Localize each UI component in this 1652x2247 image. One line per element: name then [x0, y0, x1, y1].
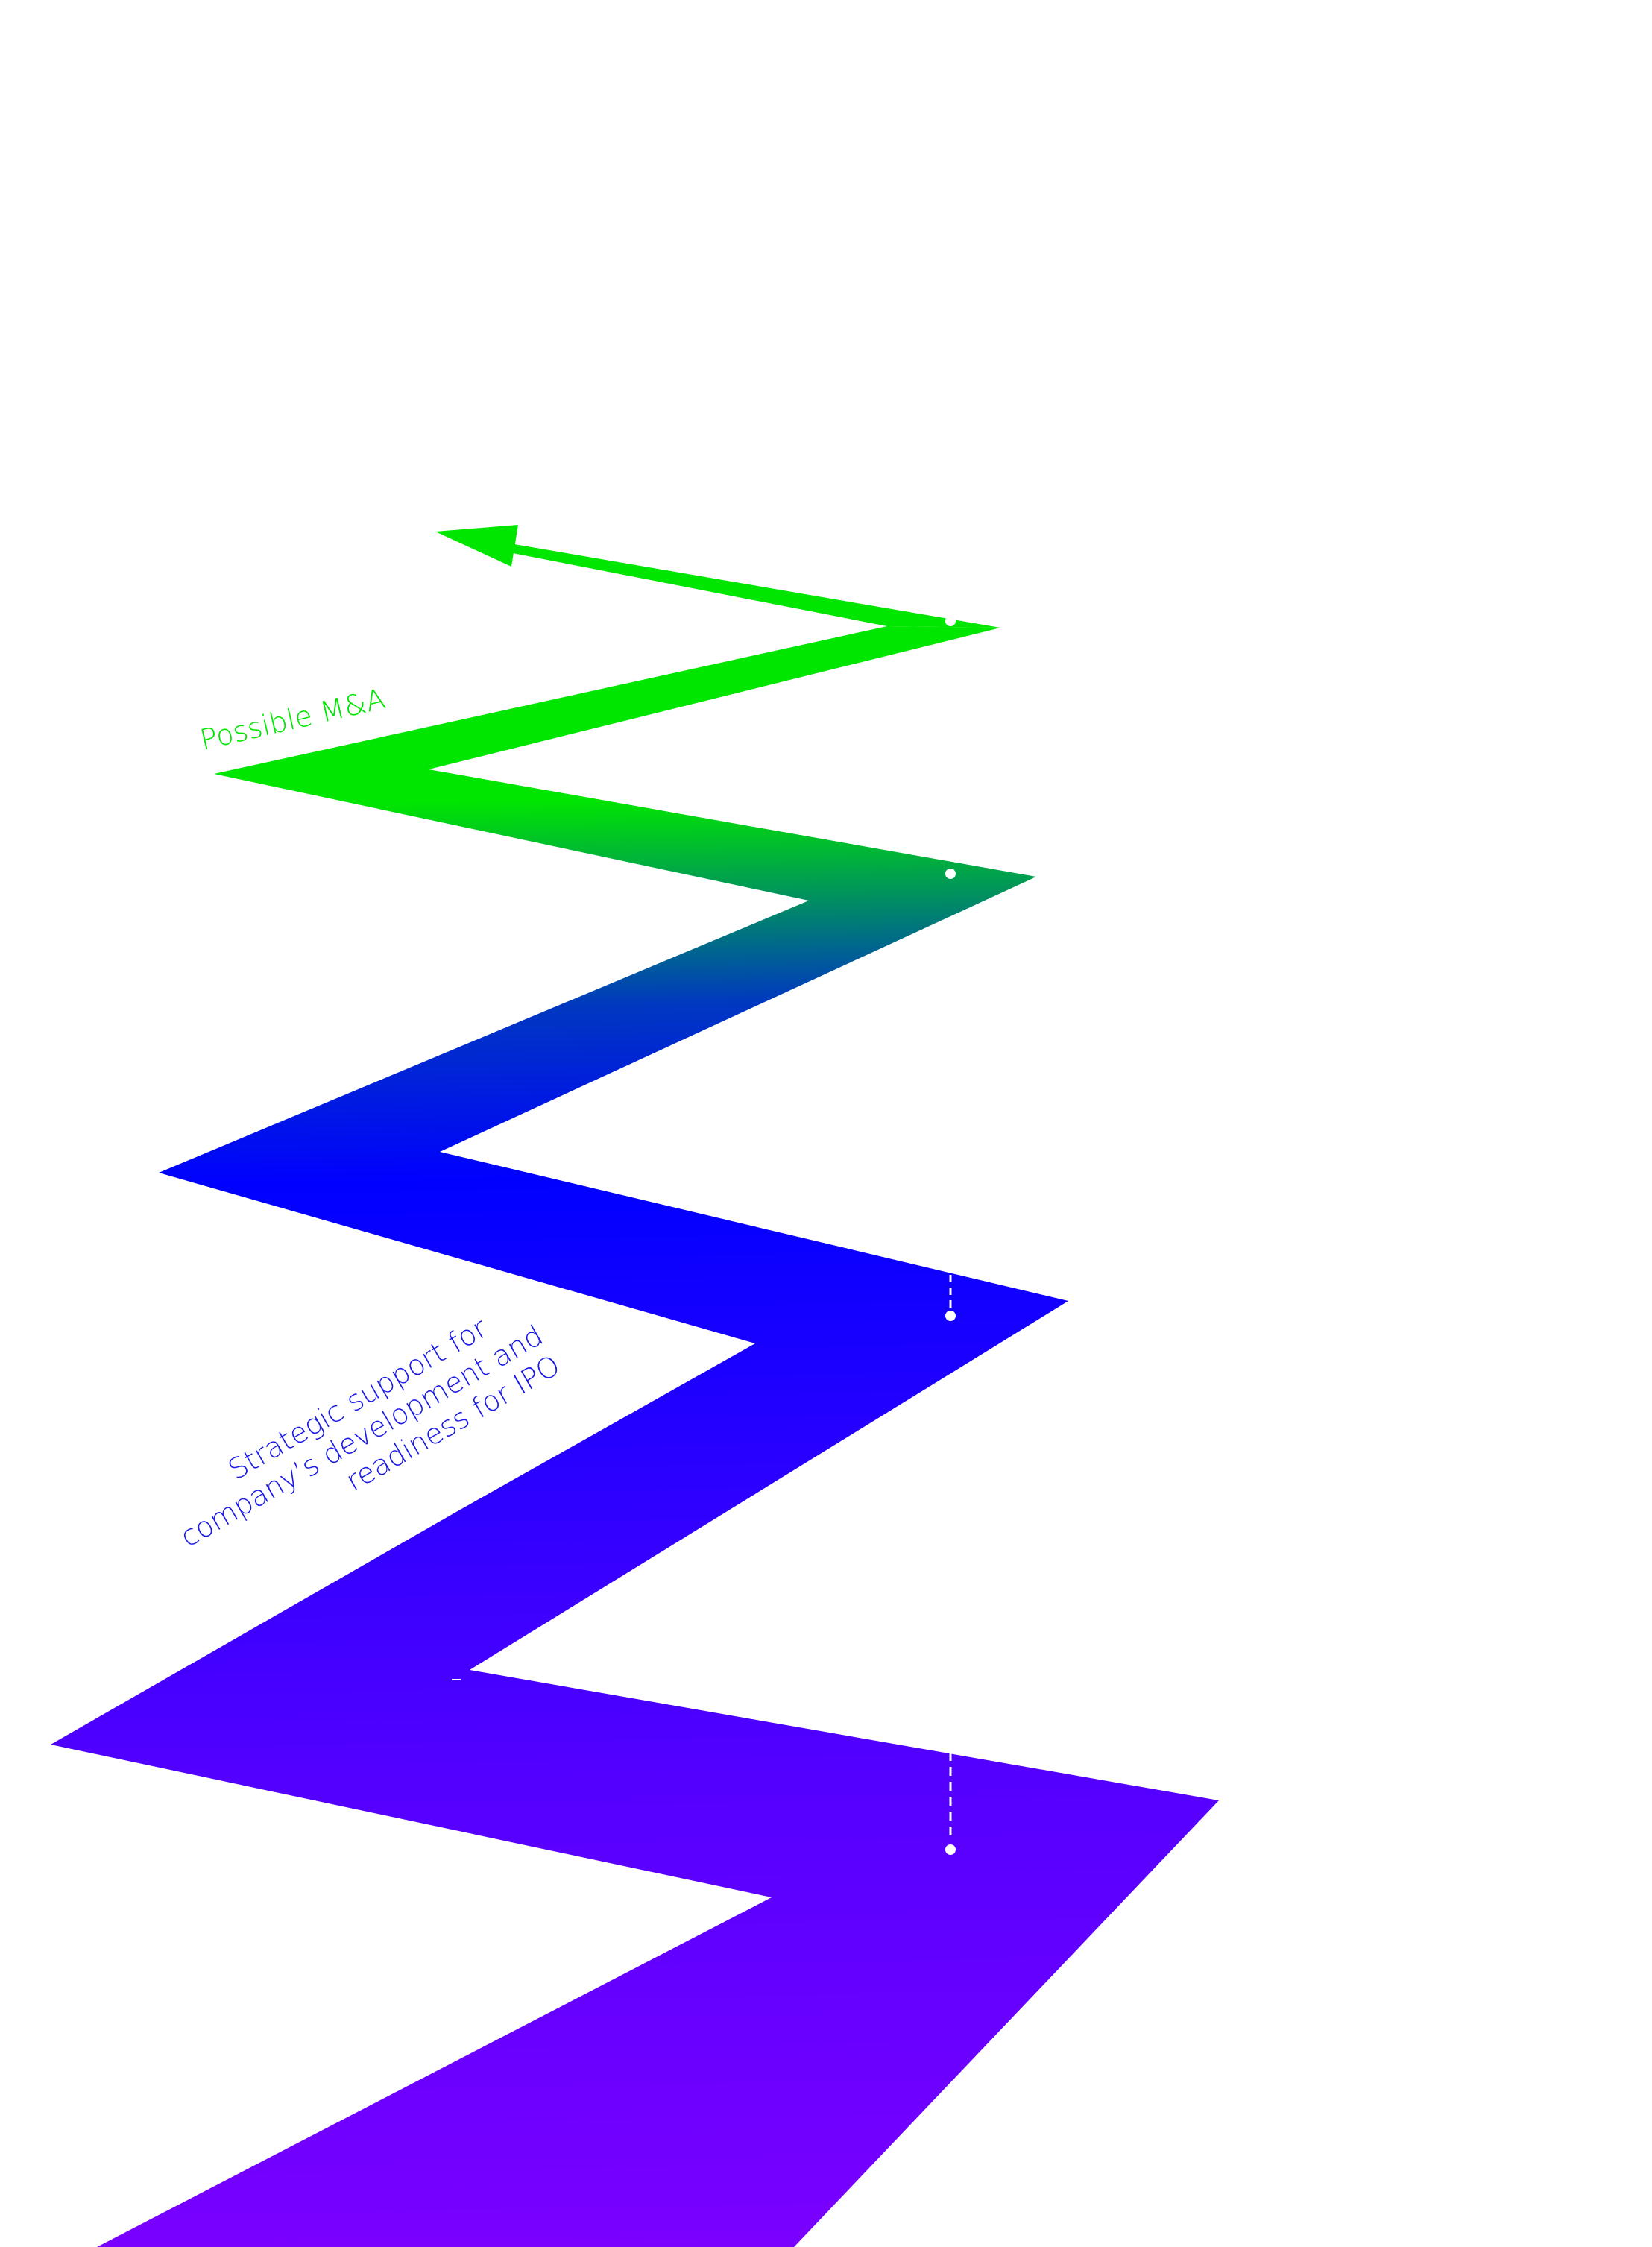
- arrow-shaft: [513, 544, 1000, 628]
- milestone-dot-icon: [945, 1311, 956, 1321]
- milestone-dot-icon: [945, 616, 956, 626]
- zigzag-road: [51, 626, 1219, 2247]
- milestone-dot-icon: [945, 869, 956, 879]
- arrow-head-icon: [435, 525, 518, 567]
- milestone-dot-icon: [945, 1844, 956, 1855]
